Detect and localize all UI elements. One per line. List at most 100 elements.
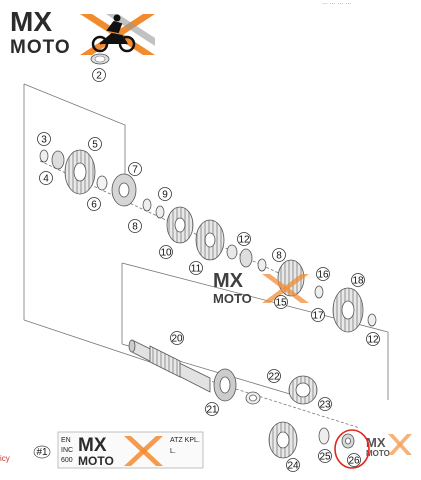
callout-circle	[286, 458, 300, 472]
logo-mx-text: MX	[10, 6, 52, 37]
callout-number: 25	[319, 452, 331, 463]
upper-gear-stack	[39, 149, 377, 333]
callout-number: 8	[132, 222, 138, 233]
left-edge-text: icy	[0, 454, 10, 463]
callout-22: 22	[267, 369, 281, 383]
callout-circle	[88, 137, 102, 151]
callout-circle	[366, 332, 380, 346]
top-right-text: ... ... ... ...	[322, 0, 351, 6]
callout-circle	[311, 308, 325, 322]
brand-logo-watermark: MX MOTO	[213, 270, 309, 306]
callout-8: 8	[272, 248, 286, 262]
ring-part-22	[245, 391, 261, 405]
callout-16: 16	[316, 267, 330, 281]
callout-circle	[318, 397, 332, 411]
callout-number: 18	[352, 276, 364, 287]
small-logo-mx-text: MX	[366, 435, 386, 450]
callout-5: 5	[88, 137, 102, 151]
callout-circle	[205, 402, 219, 416]
callout-2: 2	[92, 68, 106, 82]
bearing-part-21	[213, 368, 237, 402]
callout-number: 10	[160, 248, 172, 259]
callout-circle	[39, 171, 53, 185]
callout-number: 11	[191, 264, 202, 275]
callout-12: 12	[237, 232, 251, 246]
watermark-mx-text: MX	[213, 270, 244, 292]
callout-24: 24	[286, 458, 300, 472]
bottom-assembly-label: EN INC 600 ATZ KPL. L. MX MOTO	[57, 431, 204, 469]
callout-number: 16	[317, 270, 329, 281]
callout-7: 7	[128, 162, 142, 176]
callout-circle	[128, 219, 142, 233]
callout-circle	[87, 197, 101, 211]
callout-circle	[351, 273, 365, 287]
callout-circle	[158, 187, 172, 201]
nut-part-26	[341, 433, 355, 449]
label-right-line-1: ATZ KPL.	[170, 437, 200, 444]
callout-number: 5	[92, 140, 98, 151]
callout-10: 10	[159, 245, 173, 259]
callout-11: 11	[189, 261, 203, 275]
callout-circle	[189, 261, 203, 275]
callout-ref-1-label: #1	[36, 447, 48, 458]
callout-15: 15	[274, 295, 288, 309]
label-logo-moto-text: MOTO	[78, 454, 114, 468]
callout-number: 4	[43, 174, 49, 185]
callout-circle	[272, 248, 286, 262]
callout-circle	[316, 267, 330, 281]
callout-circle	[92, 68, 106, 82]
callout-number: 21	[206, 405, 218, 416]
callout-number: 7	[132, 165, 138, 176]
callout-number: 23	[319, 400, 331, 411]
callout-number: 20	[171, 334, 183, 345]
callout-18: 18	[351, 273, 365, 287]
sprocket-part-24	[268, 421, 298, 459]
callout-number: 6	[91, 200, 97, 211]
callout-6: 6	[87, 197, 101, 211]
motocross-rider-icon	[91, 14, 136, 53]
watermark-moto-text: MOTO	[213, 291, 252, 306]
label-line-3: 600	[61, 457, 73, 464]
callout-circle	[170, 331, 184, 345]
washer-part-25	[318, 427, 330, 445]
callout-circle	[237, 232, 251, 246]
callout-number: 3	[41, 135, 47, 146]
callout-number: 22	[268, 372, 280, 383]
label-line-1: EN	[61, 437, 71, 444]
callout-number: 24	[287, 461, 299, 472]
callout-12: 12	[366, 332, 380, 346]
brand-logo-top: MX MOTO	[10, 6, 155, 58]
small-logo-moto-text: MOTO	[366, 449, 390, 458]
callout-4: 4	[39, 171, 53, 185]
sprocket-part-23	[288, 375, 318, 405]
callout-number: 12	[367, 335, 379, 346]
part-2-cup	[90, 53, 110, 65]
brand-logo-small: MX MOTO	[366, 434, 412, 458]
label-right-line-2: L.	[170, 448, 176, 455]
logo-moto-text: MOTO	[10, 37, 71, 58]
label-line-2: INC	[61, 447, 73, 454]
callout-21: 21	[205, 402, 219, 416]
callout-circle	[318, 449, 332, 463]
callout-number: 9	[162, 190, 168, 201]
callout-ref-1: #1	[33, 445, 51, 459]
callout-9: 9	[158, 187, 172, 201]
callout-circle	[267, 369, 281, 383]
callout-20: 20	[170, 331, 184, 345]
callout-circle	[274, 295, 288, 309]
callout-26: 26	[347, 453, 361, 467]
callout-circle	[347, 453, 361, 467]
callout-23: 23	[318, 397, 332, 411]
callout-circle	[128, 162, 142, 176]
callout-number: 17	[312, 311, 324, 322]
callout-circle	[159, 245, 173, 259]
callout-3: 3	[37, 132, 51, 146]
callout-number: 2	[96, 71, 102, 82]
callout-number: 8	[276, 251, 282, 262]
main-shaft-part-20	[128, 339, 211, 393]
callout-number: 26	[348, 456, 360, 467]
callout-25: 25	[318, 449, 332, 463]
label-logo-mx-text: MX	[78, 435, 107, 456]
